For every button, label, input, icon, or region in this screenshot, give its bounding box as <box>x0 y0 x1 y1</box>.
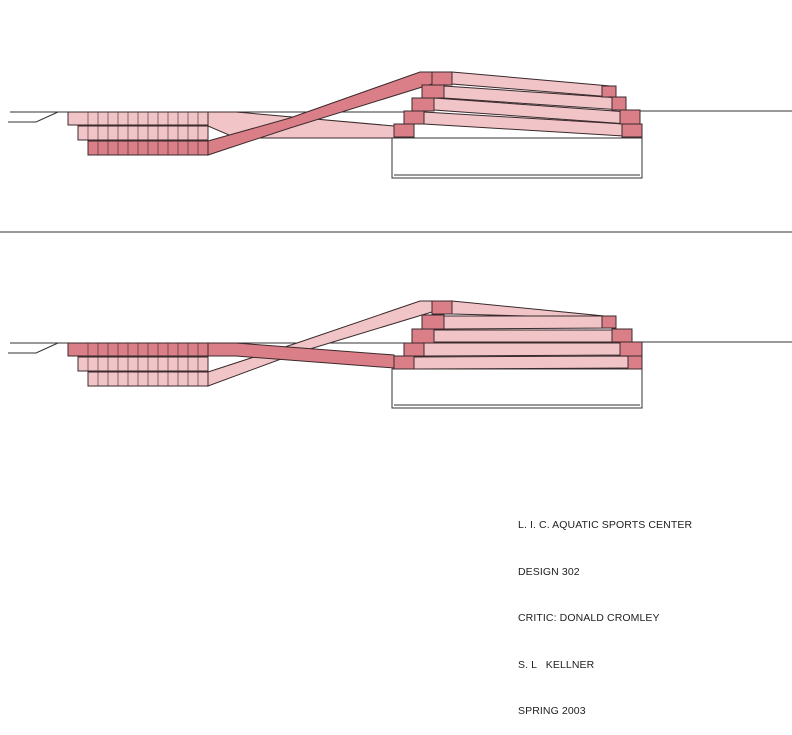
upper-right-block-e <box>393 123 415 138</box>
lower-right-block-b <box>421 314 445 330</box>
lower-right-block-e <box>393 355 415 370</box>
lower-right-slab-3 <box>433 329 621 343</box>
lower-right-block-c <box>411 328 435 344</box>
upper-right-block-d <box>403 110 425 125</box>
lower-right-end-c <box>619 341 643 357</box>
upper-right-block-a <box>431 71 453 86</box>
lower-right-block-a <box>431 300 453 315</box>
title-block: L. I. C. AQUATIC SPORTS CENTER DESIGN 30… <box>518 487 692 735</box>
project-title: L. I. C. AQUATIC SPORTS CENTER <box>518 519 693 531</box>
section-drawing <box>0 71 792 409</box>
upper-right-end-d <box>621 123 643 138</box>
lower-left-tier-2 <box>77 356 209 372</box>
upper-right-block-c <box>411 97 435 112</box>
lower-right-slab-2 <box>443 315 613 330</box>
lower-right-slab-top <box>451 300 605 319</box>
upper-section <box>8 71 792 179</box>
term-label: SPRING 2003 <box>518 705 586 717</box>
upper-right-end-c <box>619 109 641 125</box>
author-label: S. L KELLNER <box>518 658 595 671</box>
lower-bank-edge <box>8 342 59 354</box>
lower-right-end-d <box>627 355 643 370</box>
upper-left-seat-ticks <box>87 112 199 155</box>
lower-right-end-a <box>601 315 617 329</box>
lower-right-slab-4 <box>423 342 632 357</box>
upper-pool-basin <box>391 137 643 179</box>
lower-right-block-d <box>403 342 425 357</box>
upper-right-end-b <box>611 96 627 111</box>
lower-left-seat-ticks <box>87 343 199 386</box>
lower-right-slab-5 <box>413 355 642 370</box>
upper-right-end-a <box>601 85 617 98</box>
upper-right-block-b <box>421 84 445 99</box>
course-label: DESIGN 302 <box>518 565 580 578</box>
lower-right-end-b <box>611 328 633 343</box>
lower-pool-basin <box>391 368 643 409</box>
lower-section <box>8 300 792 409</box>
upper-left-tier-2 <box>77 125 209 141</box>
critic-label: CRITIC: DONALD CROMLEY <box>518 612 660 624</box>
upper-bank-edge <box>8 111 59 123</box>
